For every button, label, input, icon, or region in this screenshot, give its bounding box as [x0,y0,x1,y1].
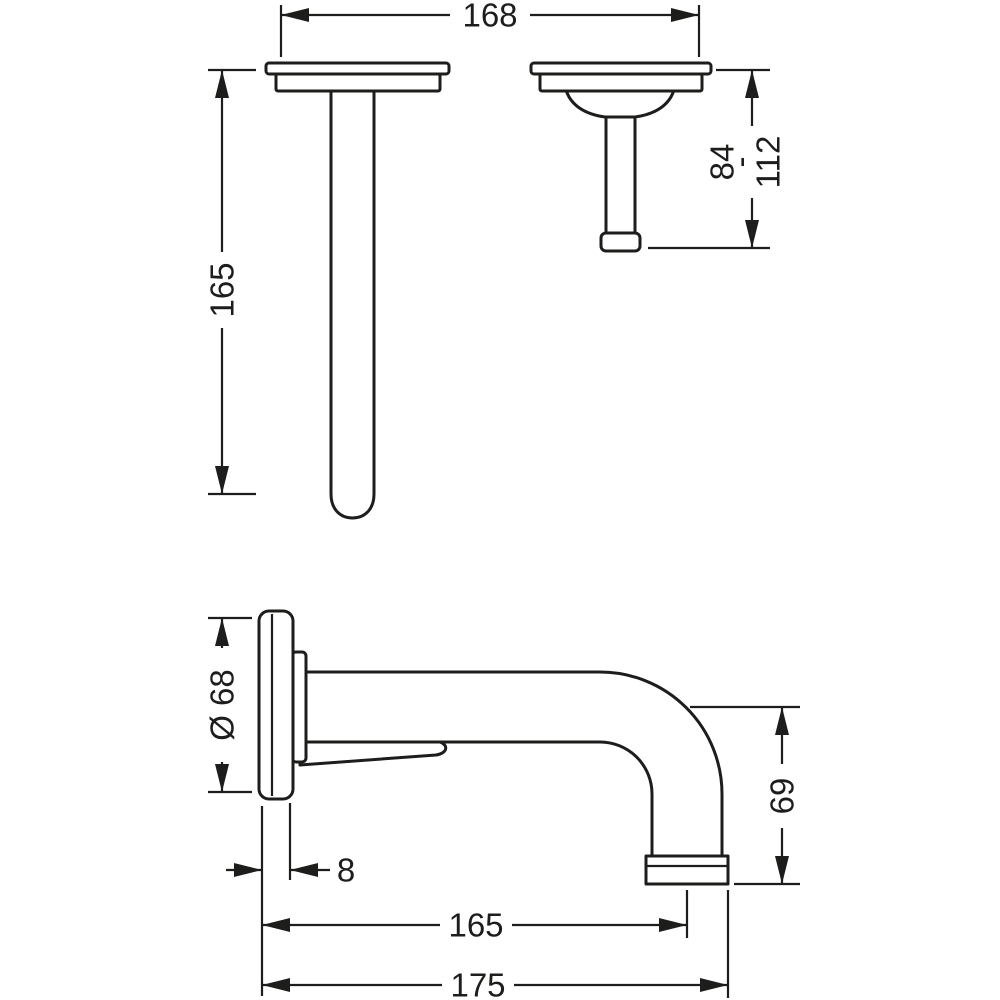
dim-label-112: 112 [750,136,787,189]
dim-arrow [215,764,229,792]
aerator-tip [644,854,730,886]
dim-arrow [775,707,789,735]
spout-tube-front [329,88,376,520]
dim-arrow [290,863,318,877]
spout-wall-plate-front [264,61,451,76]
dim-arrow [215,618,229,646]
dim-label-diameter-68: Ø 68 [204,669,241,741]
handle-wall-plate-front [529,61,713,76]
front-view-spout [264,61,451,520]
dim-label-8: 8 [337,852,355,889]
dim-label-165-front: 165 [204,262,241,317]
dim-label-175: 175 [450,967,505,1000]
dim-arrow [775,856,789,884]
dim-arrow [262,918,290,932]
handle-wall-plate-body [538,72,704,93]
dimension-spout-length: 165 [204,68,256,496]
dim-label-168: 168 [462,0,517,34]
spout-tube-side [294,670,724,858]
dim-arrow [215,466,229,494]
front-view-handle [529,61,713,253]
dim-arrow [234,863,262,877]
dim-arrow [700,978,728,992]
dimension-overall-width: 168 [279,0,701,57]
dim-arrow [215,70,229,98]
dim-arrow [745,70,759,98]
dim-arrow [745,220,759,248]
spout-wall-plate-body [274,72,442,93]
dimension-reach-overall: 175 [262,890,730,1000]
handle-stem [604,115,637,238]
dim-label-69: 69 [764,778,801,815]
dim-arrow [671,8,699,22]
dimension-wall-offset: 8 [226,803,355,996]
side-view-spout [257,609,730,886]
dimension-handle-range: 84 - 112 [648,68,787,250]
dimension-reach-center: 165 [262,890,689,944]
handle-cone [564,88,676,120]
escutcheon-side [257,609,295,801]
dim-arrow [262,978,290,992]
handle-foot [599,231,642,253]
dimension-outlet-drop: 69 [690,705,801,886]
dimension-escutcheon-diameter: Ø 68 [204,616,252,794]
dim-label-165-side: 165 [448,907,503,944]
dim-arrow [281,8,309,22]
dim-label-range-dash: - [722,157,759,168]
dim-arrow [659,918,687,932]
dim-label-84: 84 [704,144,741,181]
